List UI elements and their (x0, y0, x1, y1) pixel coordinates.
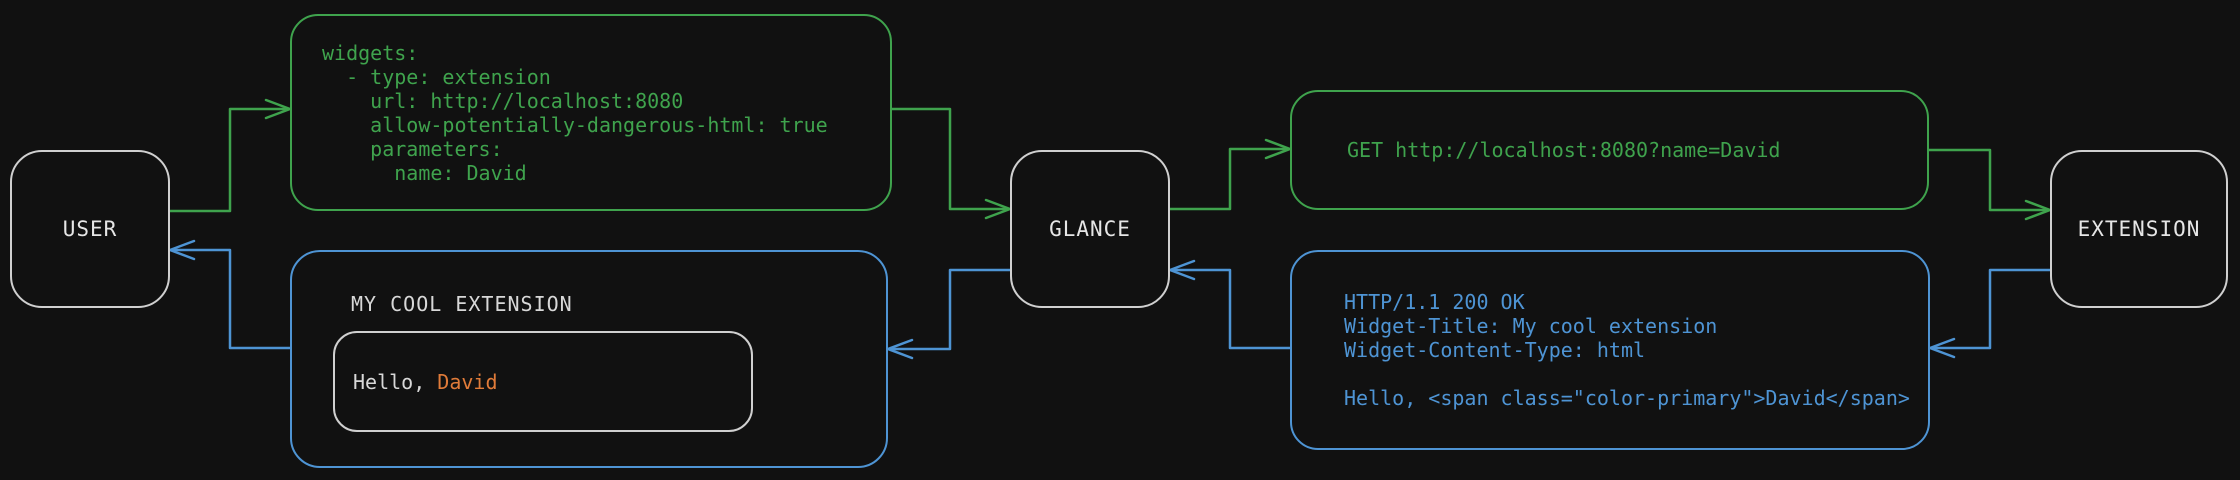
extension-node-label: EXTENSION (2077, 217, 2201, 241)
arrow-left-icon (168, 239, 196, 261)
edge-extension-to-response (1928, 268, 2052, 359)
edge-request-to-extension (1927, 148, 2052, 221)
arrow-right-icon (264, 98, 292, 120)
rendered-widget-box: MY COOL EXTENSION Hello, David (290, 250, 888, 468)
arrow-right-icon (984, 198, 1012, 220)
http-response-code: HTTP/1.1 200 OK Widget-Title: My cool ex… (1344, 290, 1910, 410)
edge-config-to-glance (890, 107, 1012, 220)
arrow-left-icon (1928, 337, 1956, 359)
glance-node: GLANCE (1010, 150, 1170, 308)
arrow-right-icon (1264, 138, 1292, 160)
http-request-box: GET http://localhost:8080?name=David (1290, 90, 1929, 210)
http-request-text: GET http://localhost:8080?name=David (1347, 138, 1781, 162)
arrow-right-icon (2024, 199, 2052, 221)
edge-user-to-config (168, 98, 292, 213)
user-node: USER (10, 150, 170, 308)
arrow-left-icon (886, 338, 914, 360)
edge-response-to-glance (1168, 259, 1292, 350)
glance-node-label: GLANCE (1049, 217, 1131, 241)
arrow-left-icon (1168, 259, 1196, 281)
config-yaml-code: widgets: - type: extension url: http://l… (322, 40, 828, 185)
widget-title: MY COOL EXTENSION (351, 292, 573, 316)
http-response-box: HTTP/1.1 200 OK Widget-Title: My cool ex… (1290, 250, 1930, 450)
extension-node: EXTENSION (2050, 150, 2228, 308)
edge-glance-to-widget (886, 268, 1012, 360)
edge-glance-to-request (1168, 138, 1292, 211)
greeting-text: Hello, (353, 369, 438, 394)
user-node-label: USER (62, 217, 118, 241)
config-yaml-box: widgets: - type: extension url: http://l… (290, 14, 892, 211)
greeting-name: David (437, 369, 498, 394)
widget-content-frame: Hello, David (333, 331, 753, 432)
edge-widget-to-user (168, 239, 292, 350)
